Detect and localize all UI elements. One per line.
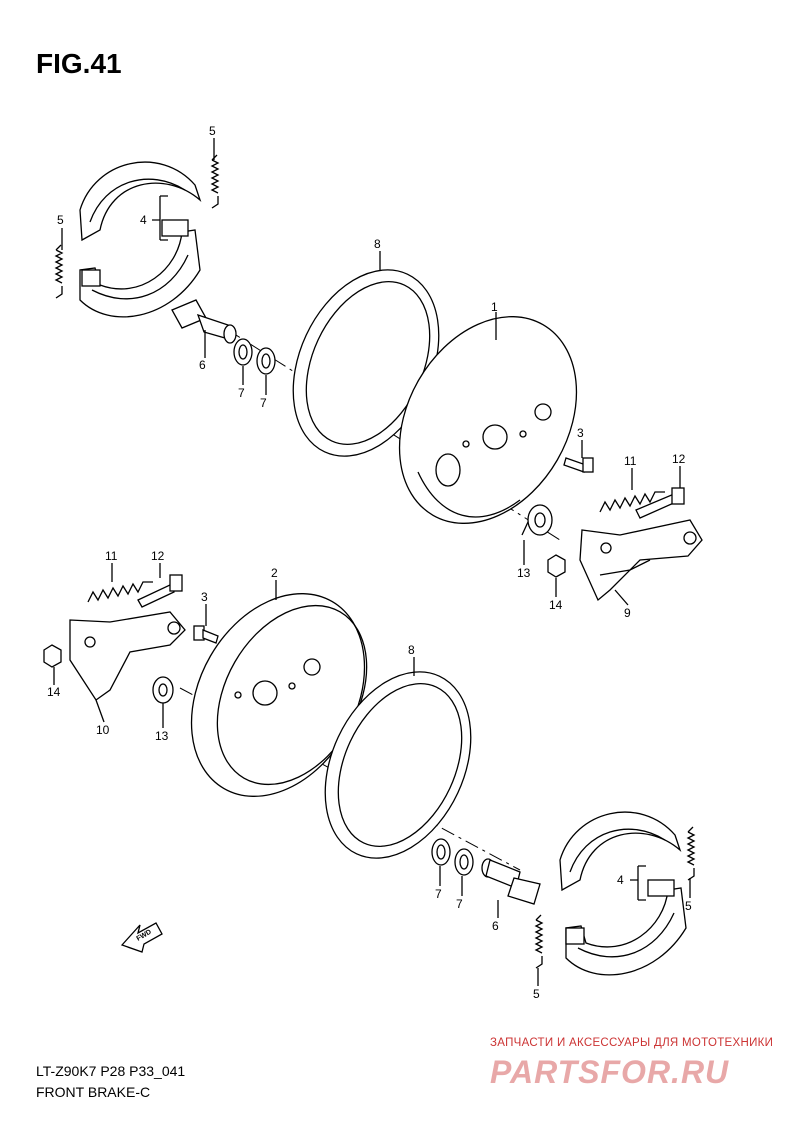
watermark-tagline: ЗАПЧАСТИ И АКСЕССУАРЫ ДЛЯ МОТОТЕХНИКИ [490,1037,774,1049]
callout-7: 7 [238,386,245,400]
brake-cam-lever-upper [579,519,703,602]
callout-7: 7 [435,887,442,901]
callout-5: 5 [685,899,692,913]
lock-nut-upper [547,554,566,578]
callout-8: 8 [408,643,415,657]
callout-7: 7 [456,897,463,911]
callout-5: 5 [57,213,64,227]
return-spring-lower-right [686,826,696,881]
callout-7: 7 [260,396,267,410]
callout-4: 4 [140,213,147,227]
section-title: FRONT BRAKE-C [36,1084,151,1100]
return-spring-upper-right [210,154,220,209]
callout-3: 3 [201,590,208,604]
brake-shoe-upper-set [79,161,202,318]
seal-ring-lower [324,671,472,859]
bolt-lower [193,625,219,644]
callout-10: 10 [96,723,110,737]
callout-13: 13 [517,566,531,580]
seal-ring-upper [292,269,440,457]
callout-13: 13 [155,729,169,743]
callout-6: 6 [492,919,499,933]
cam-lever-spring-lower [87,581,153,603]
spring-washer-upper [521,504,553,536]
washer-lower-2 [454,848,474,876]
callout-5: 5 [209,124,216,138]
washer-lower-1 [431,838,451,866]
callout-1: 1 [491,300,498,314]
spring-washer-lower [152,676,174,704]
leader-lines [53,138,691,986]
callout-4: 4 [617,873,624,887]
brake-camshaft-lower [481,858,541,905]
callout-3: 3 [577,426,584,440]
callout-9: 9 [624,606,631,620]
callout-6: 6 [199,358,206,372]
watermark-logo: PARTSFOR.RU [490,1054,730,1090]
lock-nut-lower [43,644,62,668]
bolt-upper [563,457,594,473]
washer-upper-2 [256,347,276,375]
callout-12: 12 [672,452,686,466]
forward-direction-arrow-icon: FWD [120,922,163,953]
callout-11: 11 [105,549,118,563]
brake-cam-lever-lower [69,611,186,701]
callout-14: 14 [549,598,563,612]
diagram-code: LT-Z90K7 P28 P33_041 [36,1063,186,1079]
callout-2: 2 [271,566,278,580]
brake-camshaft-upper [171,299,237,344]
callout-labels: 5 5 4 6 7 7 8 1 3 11 12 13 14 9 11 12 3 … [47,124,692,1001]
cam-lever-bolt-lower [137,574,183,608]
return-spring-upper-left [54,244,64,299]
figure-title: FIG.41 [36,48,122,79]
callout-8: 8 [374,237,381,251]
brake-panel-upper [398,316,578,524]
callout-11: 11 [624,454,637,468]
brake-drum-lower [190,593,368,797]
return-spring-lower-left [534,914,544,969]
callout-12: 12 [151,549,165,563]
callout-14: 14 [47,685,61,699]
cam-lever-bolt-upper [635,487,685,519]
cam-lever-spring-upper [599,491,665,513]
washer-upper-1 [233,338,253,366]
callout-5: 5 [533,987,540,1001]
brake-shoe-lower-set [559,811,687,976]
